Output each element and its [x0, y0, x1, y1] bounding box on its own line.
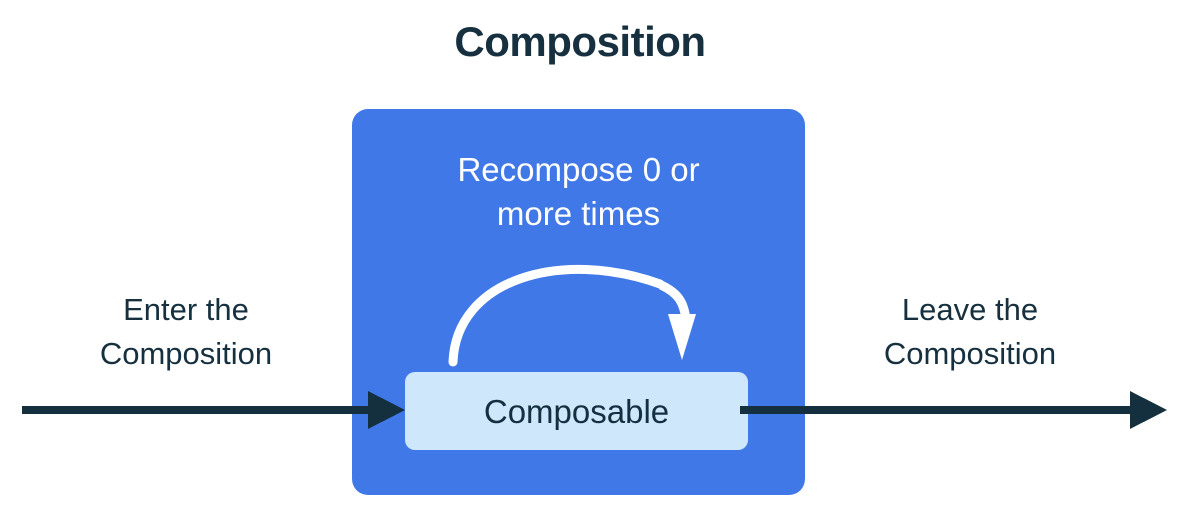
recompose-label-line-2: more times — [496, 195, 661, 232]
leave-composition-arrow-icon — [740, 391, 1167, 429]
enter-composition-label: Enter the Composition — [36, 288, 336, 376]
leave-composition-label: Leave the Composition — [820, 288, 1120, 376]
leave-composition-label-line-1: Leave the — [901, 292, 1039, 327]
recompose-loop-arrow-icon — [448, 264, 696, 367]
enter-composition-label-line-2: Composition — [99, 336, 273, 371]
recompose-label-line-1: Recompose 0 or — [457, 151, 700, 188]
enter-composition-label-line-1: Enter the — [123, 292, 249, 327]
leave-composition-label-line-2: Composition — [883, 336, 1057, 371]
page-title: Composition — [454, 18, 706, 65]
composable-label: Composable — [483, 392, 670, 430]
recompose-label: Recompose 0 or more times — [372, 148, 785, 236]
composable-box: Composable — [405, 372, 748, 450]
enter-composition-arrow-icon — [22, 391, 405, 429]
